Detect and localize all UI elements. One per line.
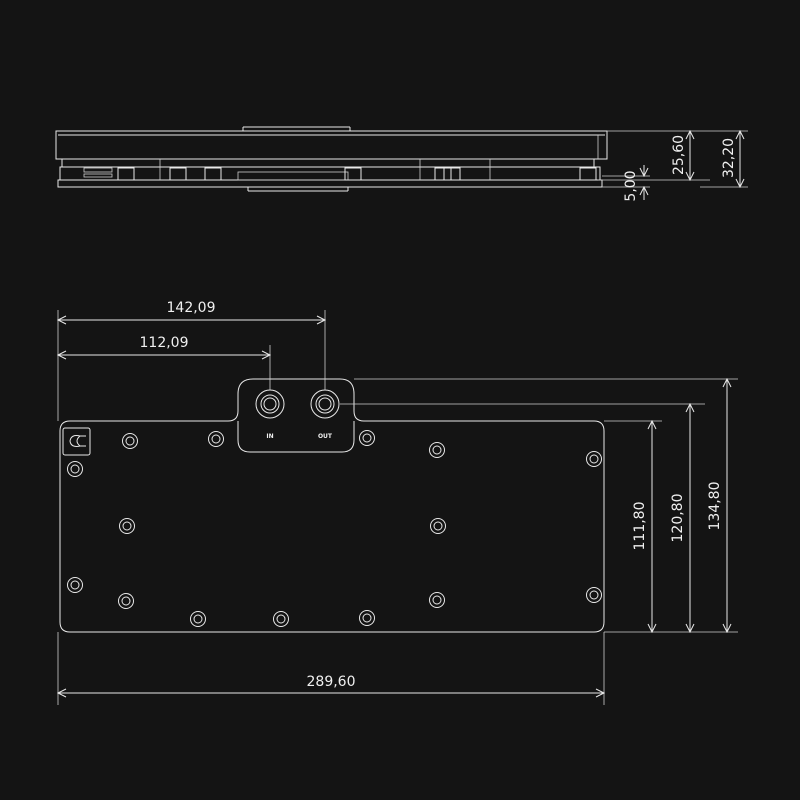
side-view (55, 126, 608, 192)
screw-hole (67, 577, 83, 593)
screw-hole (119, 518, 135, 534)
port-in: IN (255, 389, 285, 440)
screw-hole (586, 587, 602, 603)
dim-label-out-port-x: 142,09 (167, 300, 216, 316)
dim-label-plate-height: 111,80 (632, 502, 648, 551)
screw-hole (359, 430, 375, 446)
top-view: IN OUT (59, 378, 605, 633)
side-view-backplate (57, 179, 603, 188)
dim-label-out-height: 120,80 (670, 494, 686, 543)
screw-hole (190, 611, 206, 627)
screws (67, 430, 602, 627)
side-view-dimensions: 25,60 32,20 5,00 (598, 129, 748, 202)
port-out-label: OUT (318, 433, 333, 440)
screw-hole (273, 611, 289, 627)
port-in-label: IN (266, 433, 273, 440)
screw-hole (586, 451, 602, 467)
screw-hole (359, 610, 375, 626)
dim-label-plate-thickness: 5,00 (623, 170, 639, 201)
screw-hole (122, 433, 138, 449)
dim-label-total-height: 32,20 (721, 138, 737, 178)
screw-hole (429, 442, 445, 458)
screw-hole (67, 461, 83, 477)
dim-label-terminal-height: 134,80 (707, 482, 723, 531)
screw-hole (118, 593, 134, 609)
top-view-dimensions: 142,09 112,09 289,60 111,80 120,80 134,8… (56, 300, 738, 705)
dim-label-width: 289,60 (307, 674, 356, 690)
screw-hole (208, 431, 224, 447)
dim-label-top-height: 25,60 (671, 135, 687, 175)
port-out: OUT (310, 389, 340, 440)
dim-label-in-port-x: 112,09 (140, 335, 189, 351)
screw-hole (429, 592, 445, 608)
screw-hole (430, 518, 446, 534)
top-view-outline (59, 378, 605, 633)
alphacool-logo-icon (62, 427, 91, 456)
